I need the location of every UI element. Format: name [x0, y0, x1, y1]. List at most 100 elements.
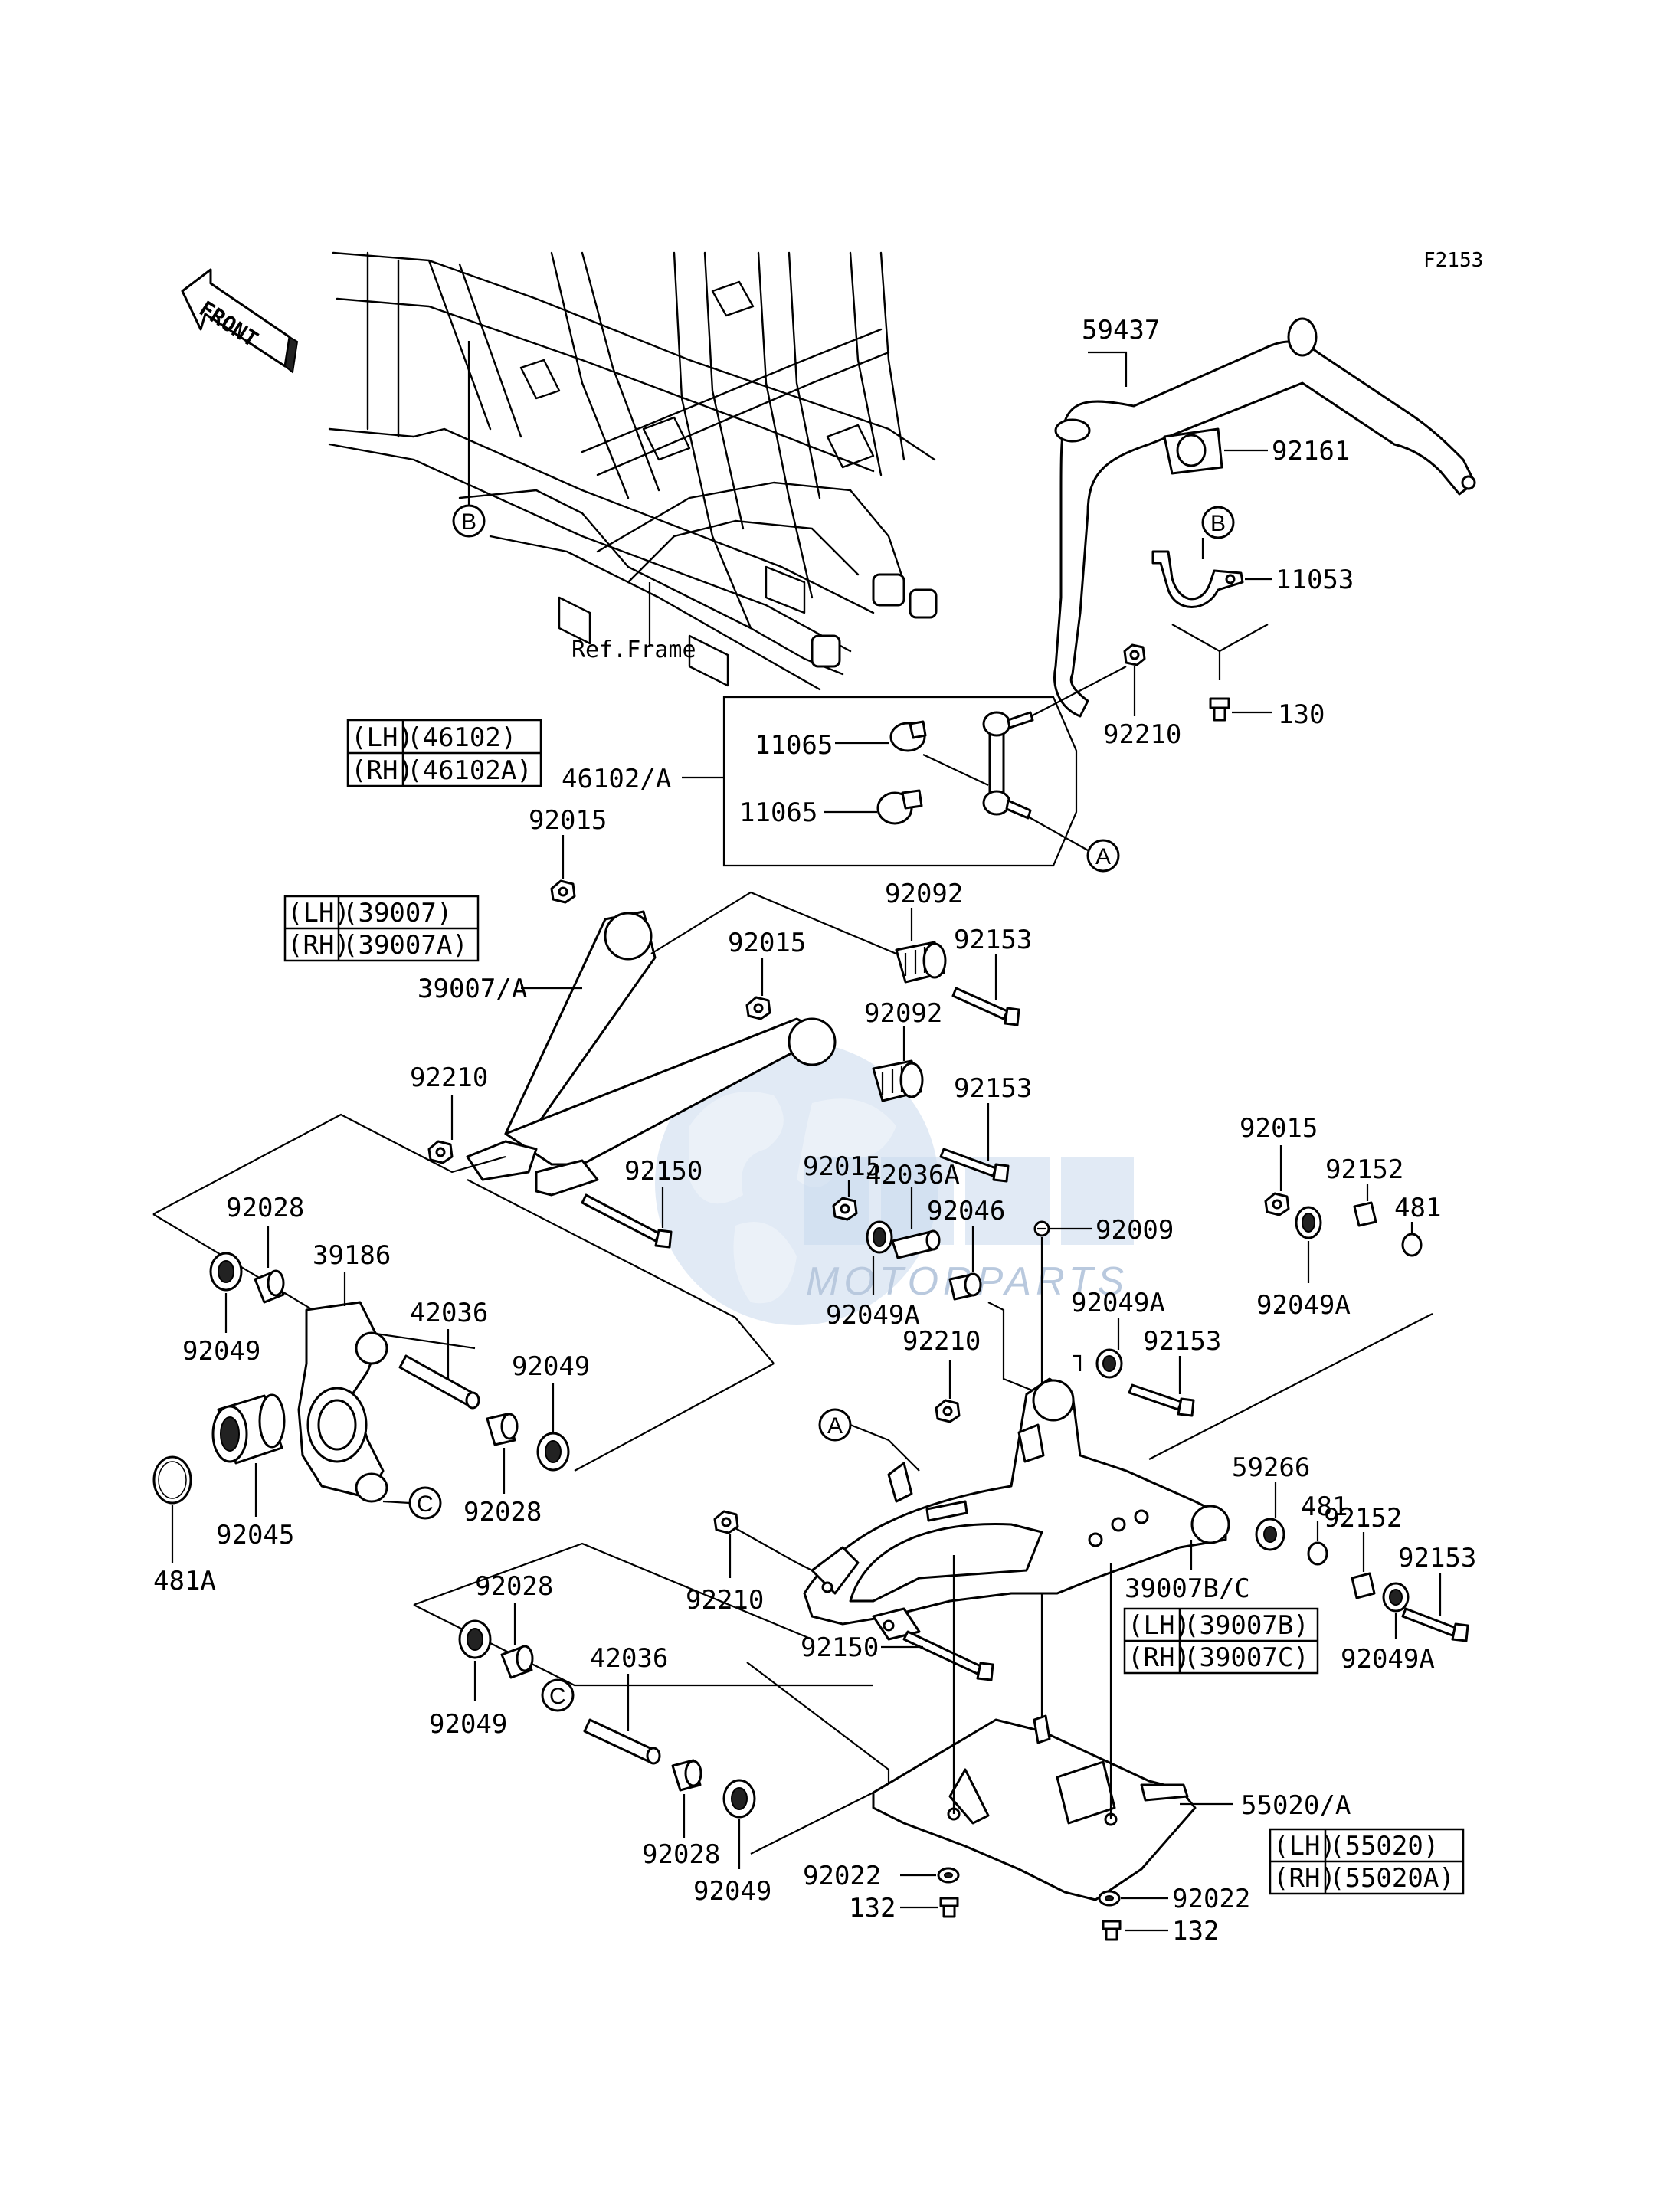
- part-481A: 481A: [153, 1566, 216, 1596]
- washer-92022-left: [937, 1867, 960, 1884]
- watermark-block-2: [881, 1157, 954, 1245]
- table-39007b-lh-side: (LH): [1128, 1610, 1190, 1641]
- diagram-code: F2153: [1423, 249, 1483, 272]
- collar-92028-a: [254, 1269, 285, 1304]
- part-46102: 46102/A: [562, 764, 671, 794]
- side-table-39007: (LH) (39007) (RH) (39007A): [283, 895, 480, 962]
- part-132-a: 132: [849, 1893, 896, 1924]
- screw-92009: [1033, 1220, 1050, 1237]
- part-92028-b: 92028: [463, 1497, 542, 1527]
- bolt-92153-b: [939, 1148, 1010, 1183]
- part-59437: 59437: [1082, 315, 1160, 345]
- front-direction-icon: FRONT: [181, 268, 299, 374]
- bushing-92152-a: [1353, 1201, 1377, 1227]
- washer-92022-right: [1098, 1890, 1121, 1907]
- bushing-92092-b: [872, 1059, 924, 1102]
- collar-92028-c: [500, 1645, 534, 1679]
- part-92153-d: 92153: [1398, 1543, 1476, 1573]
- nut-92210-arm: [427, 1140, 454, 1164]
- stabilizer-bar: [1053, 317, 1476, 718]
- ref-marker-a-link: A: [1095, 844, 1111, 869]
- part-92092-a: 92092: [885, 879, 963, 909]
- circlip-481A: [152, 1455, 192, 1505]
- watermark-block-4: [1061, 1157, 1134, 1245]
- knuckle-39186: [297, 1301, 388, 1503]
- table-55020-lh-code: (55020): [1329, 1831, 1439, 1861]
- nut-92015-c: [832, 1197, 858, 1221]
- part-92045: 92045: [216, 1520, 294, 1550]
- table-55020-rh-code: (55020A): [1329, 1863, 1455, 1894]
- part-59266: 59266: [1232, 1452, 1310, 1483]
- table-39007-lh-code: (39007): [342, 898, 452, 928]
- side-table-46102: (LH) (46102) (RH) (46102A): [346, 719, 542, 787]
- frame-assembly: [328, 251, 938, 691]
- part-92015-d: 92015: [1240, 1113, 1318, 1144]
- part-92049A-a: 92049A: [826, 1300, 920, 1331]
- part-92210-b: 92210: [410, 1062, 488, 1093]
- part-92015-a: 92015: [529, 805, 607, 836]
- bolt-92150-upper: [581, 1193, 673, 1249]
- nut-92015-d: [1264, 1192, 1290, 1216]
- part-42036-b: 42036: [590, 1643, 668, 1674]
- table-46102-lh-code: (46102): [407, 722, 516, 753]
- bushing-92046: [948, 1272, 982, 1301]
- ref-marker-b-bracket: B: [1210, 511, 1226, 536]
- table-39007b-rh-code: (39007C): [1184, 1642, 1309, 1673]
- bolt-92150-lower: [902, 1630, 994, 1681]
- ref-marker-c-knuckle: C: [417, 1491, 434, 1517]
- bearing-92045: [211, 1393, 286, 1465]
- part-92028-a: 92028: [226, 1193, 304, 1223]
- table-39007b-lh-code: (39007B): [1184, 1610, 1309, 1641]
- circlip-481-b: [1307, 1541, 1328, 1566]
- seal-92049-c: [458, 1619, 492, 1659]
- bolt-92153-d: [1401, 1607, 1469, 1642]
- part-11065-a: 11065: [755, 730, 833, 761]
- bolt-92153-c: [1128, 1383, 1195, 1417]
- part-92153-b: 92153: [954, 1073, 1032, 1104]
- watermark: MOTORPARTS: [655, 1042, 1134, 1325]
- table-46102-rh-code: (46102A): [407, 755, 532, 786]
- seal-92049-d: [722, 1779, 756, 1819]
- part-92210-c: 92210: [902, 1326, 981, 1357]
- part-11053: 11053: [1276, 565, 1354, 595]
- part-92022-b: 92022: [1172, 1884, 1250, 1914]
- part-92161: 92161: [1272, 436, 1350, 467]
- bolt-132-left: [939, 1897, 959, 1918]
- part-92210-a: 92210: [1103, 719, 1181, 750]
- table-46102-lh-side: (LH): [351, 722, 414, 753]
- part-92015-b: 92015: [728, 928, 806, 958]
- seal-92049-left: [209, 1252, 243, 1292]
- part-92028-d: 92028: [642, 1839, 720, 1870]
- nut-92210-d: [713, 1510, 739, 1534]
- part-481-b: 481: [1301, 1491, 1348, 1522]
- table-39007-rh-code: (39007A): [342, 930, 468, 961]
- part-55020: 55020/A: [1241, 1790, 1351, 1821]
- table-39007-rh-side: (RH): [287, 930, 350, 961]
- part-92210-d: 92210: [686, 1585, 764, 1616]
- part-11065-b: 11065: [739, 797, 817, 828]
- bushing-92161: [1163, 427, 1223, 475]
- upper-arm-39007: [466, 910, 837, 1197]
- part-132-b: 132: [1172, 1916, 1219, 1947]
- part-92152-b: 92152: [1324, 1503, 1402, 1534]
- watermark-block-1: [804, 1157, 869, 1245]
- side-table-55020: (LH) (55020) (RH) (55020A): [1269, 1828, 1465, 1895]
- bushing-92092-a: [895, 941, 947, 984]
- collar-92028-b: [486, 1413, 519, 1446]
- collar-42036-b: [583, 1718, 661, 1765]
- part-92092-b: 92092: [864, 998, 942, 1029]
- part-92150-a: 92150: [624, 1156, 702, 1187]
- part-92049-a: 92049: [182, 1336, 260, 1367]
- part-92153-c: 92153: [1143, 1326, 1221, 1357]
- part-39007BC: 39007B/C: [1125, 1573, 1250, 1604]
- seal-92049A-left: [866, 1220, 893, 1254]
- table-55020-lh-side: (LH): [1273, 1831, 1336, 1861]
- ref-marker-c-lower: C: [549, 1684, 566, 1709]
- lower-arm-39007B: [803, 1377, 1230, 1641]
- table-55020-rh-side: (RH): [1273, 1863, 1336, 1894]
- part-39007: 39007/A: [418, 974, 527, 1004]
- nut-92015-a: [550, 879, 576, 904]
- part-92049A-b: 92049A: [1256, 1290, 1351, 1321]
- seal-92049-b: [536, 1432, 570, 1472]
